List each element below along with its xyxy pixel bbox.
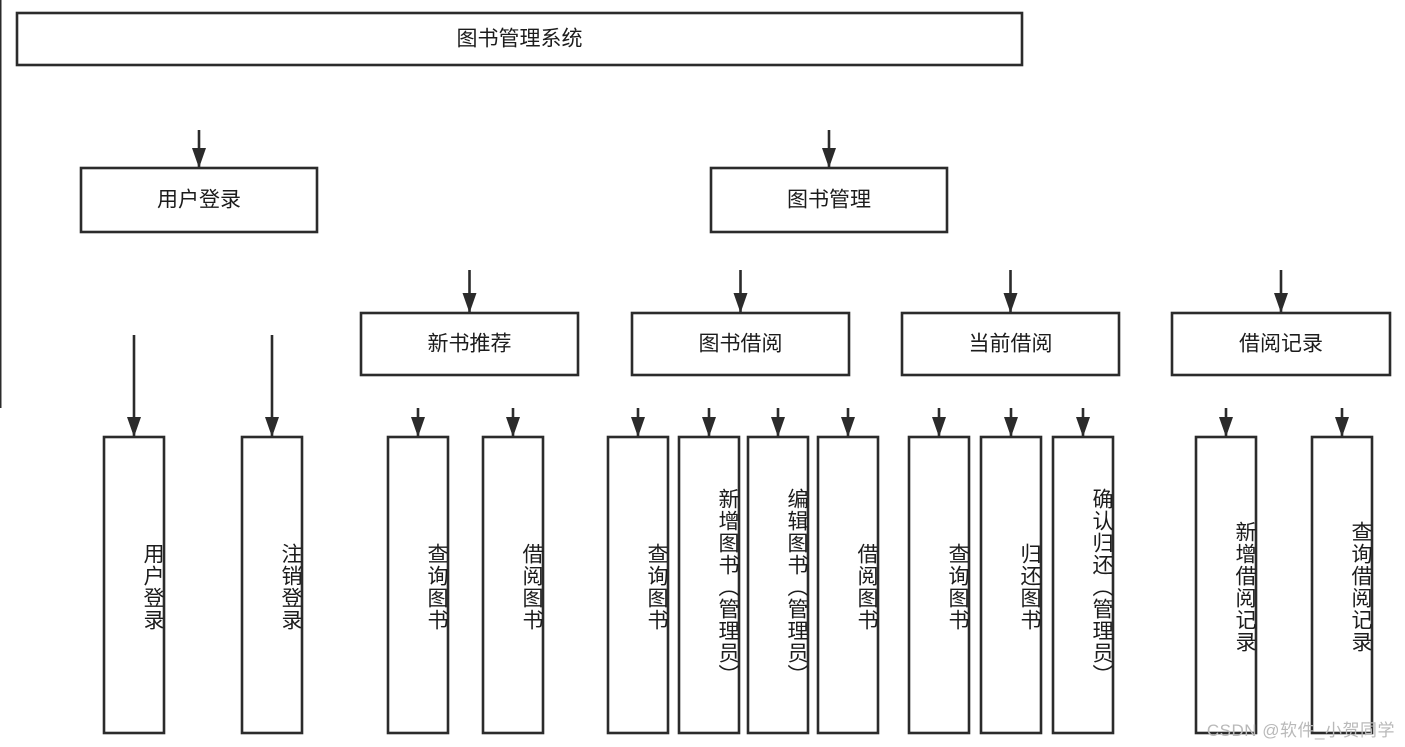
book-manage-arrow-0	[462, 293, 477, 313]
node-box-add-borrow-record	[1194, 435, 1258, 735]
nodes-layer: 图书管理系统用户登录用户登录注销登录图书管理新书推荐查询图书借阅图书图书借阅查询…	[15, 11, 1392, 735]
book-manage-arrow-2	[1003, 293, 1018, 313]
node-label-add-book-admin: 新增图书（管理员）	[716, 488, 739, 686]
node-label-borrow-record: 借阅记录	[1239, 333, 1323, 356]
book-manage-arrow-1	[733, 293, 748, 313]
node-user-login[interactable]: 用户登录	[79, 166, 319, 234]
root-arrow-1	[822, 148, 836, 168]
node-return-book[interactable]: 归还图书	[979, 435, 1043, 735]
current-borrow-arrow-2	[1076, 417, 1090, 437]
connector-edges-layer	[0, 0, 1349, 437]
node-box-query-book-2	[606, 435, 670, 735]
node-box-new-book-recommend	[359, 311, 580, 377]
borrow-record-arrow-0	[1219, 417, 1233, 437]
node-add-book-admin[interactable]: 新增图书（管理员）	[677, 435, 741, 735]
node-label-query-book-1: 查询图书	[425, 543, 448, 631]
node-label-user-login: 用户登录	[157, 189, 241, 212]
node-box-user-login	[79, 166, 319, 234]
node-label-query-book-2: 查询图书	[645, 543, 668, 631]
node-label-wrap-borrow-book-2: 借阅图书	[855, 543, 878, 631]
node-box-edit-book-admin	[746, 435, 810, 735]
current-borrow-arrow-0	[932, 417, 946, 437]
new-book-recommend-arrow-1	[506, 417, 520, 437]
node-label-wrap-confirm-return-admin: 确认归还（管理员）	[1090, 488, 1113, 686]
node-user-login-do[interactable]: 用户登录	[102, 435, 166, 735]
node-box-user-logout	[240, 435, 304, 735]
node-edit-book-admin[interactable]: 编辑图书（管理员）	[746, 435, 810, 735]
node-label-wrap-user-login-do: 用户登录	[141, 543, 164, 631]
node-label-borrow-book-1: 借阅图书	[520, 543, 543, 631]
current-borrow-arrow-1	[1004, 417, 1018, 437]
book-manage-arrow-3	[1274, 293, 1288, 313]
node-confirm-return-admin[interactable]: 确认归还（管理员）	[1051, 435, 1115, 735]
book-borrow-arrow-0	[631, 417, 645, 437]
node-label-wrap-query-book-2: 查询图书	[645, 543, 668, 631]
node-user-logout[interactable]: 注销登录	[240, 435, 304, 735]
node-label-wrap-add-borrow-record: 新增借阅记录	[1233, 521, 1256, 653]
node-label-query-book-3: 查询图书	[946, 543, 969, 631]
book-borrow-arrow-3	[841, 417, 855, 437]
node-box-query-borrow-record	[1310, 435, 1374, 735]
node-label-user-logout: 注销登录	[279, 543, 302, 631]
node-box-book-manage	[709, 166, 949, 234]
node-label-current-borrow: 当前借阅	[969, 333, 1053, 356]
node-label-borrow-book-2: 借阅图书	[855, 543, 878, 631]
book-borrow-arrow-2	[771, 417, 785, 437]
node-query-book-3[interactable]: 查询图书	[907, 435, 971, 735]
node-root[interactable]: 图书管理系统	[15, 11, 1024, 67]
node-query-borrow-record[interactable]: 查询借阅记录	[1310, 435, 1374, 735]
node-box-current-borrow	[900, 311, 1121, 377]
node-current-borrow[interactable]: 当前借阅	[900, 311, 1121, 377]
node-label-query-borrow-record: 查询借阅记录	[1349, 521, 1372, 653]
node-label-wrap-query-book-1: 查询图书	[425, 543, 448, 631]
node-borrow-book-2[interactable]: 借阅图书	[816, 435, 880, 735]
node-label-book-manage: 图书管理	[787, 189, 871, 212]
node-label-root: 图书管理系统	[457, 28, 583, 51]
node-box-query-book-3	[907, 435, 971, 735]
node-book-borrow[interactable]: 图书借阅	[630, 311, 851, 377]
node-label-new-book-recommend: 新书推荐	[428, 333, 512, 356]
node-box-add-book-admin	[677, 435, 741, 735]
node-box-borrow-book-2	[816, 435, 880, 735]
root-arrow-0	[192, 148, 206, 168]
node-box-confirm-return-admin	[1051, 435, 1115, 735]
node-label-wrap-user-logout: 注销登录	[279, 543, 302, 631]
node-label-return-book: 归还图书	[1018, 543, 1041, 631]
node-box-book-borrow	[630, 311, 851, 377]
node-box-root	[15, 11, 1024, 67]
node-label-edit-book-admin: 编辑图书（管理员）	[785, 488, 808, 686]
node-box-borrow-record	[1170, 311, 1392, 377]
node-box-return-book	[979, 435, 1043, 735]
node-borrow-book-1[interactable]: 借阅图书	[481, 435, 545, 735]
new-book-recommend-arrow-0	[411, 417, 425, 437]
node-query-book-2[interactable]: 查询图书	[606, 435, 670, 735]
node-label-wrap-query-borrow-record: 查询借阅记录	[1349, 521, 1372, 653]
node-label-confirm-return-admin: 确认归还（管理员）	[1090, 488, 1113, 686]
user-login-arrow-1	[265, 417, 279, 437]
node-box-user-login-do	[102, 435, 166, 735]
node-borrow-record[interactable]: 借阅记录	[1170, 311, 1392, 377]
user-login-arrow-0	[127, 417, 141, 437]
node-label-wrap-add-book-admin: 新增图书（管理员）	[716, 488, 739, 686]
node-label-wrap-return-book: 归还图书	[1018, 543, 1041, 631]
node-box-borrow-book-1	[481, 435, 545, 735]
node-label-book-borrow: 图书借阅	[699, 333, 783, 356]
node-query-book-1[interactable]: 查询图书	[386, 435, 450, 735]
node-label-wrap-borrow-book-1: 借阅图书	[520, 543, 543, 631]
node-book-manage[interactable]: 图书管理	[709, 166, 949, 234]
node-new-book-recommend[interactable]: 新书推荐	[359, 311, 580, 377]
node-label-wrap-query-book-3: 查询图书	[946, 543, 969, 631]
node-label-user-login-do: 用户登录	[141, 543, 164, 631]
node-box-query-book-1	[386, 435, 450, 735]
book-borrow-arrow-1	[702, 417, 716, 437]
node-label-add-borrow-record: 新增借阅记录	[1233, 521, 1256, 653]
node-label-wrap-edit-book-admin: 编辑图书（管理员）	[785, 488, 808, 686]
borrow-record-arrow-1	[1335, 417, 1349, 437]
node-add-borrow-record[interactable]: 新增借阅记录	[1194, 435, 1258, 735]
